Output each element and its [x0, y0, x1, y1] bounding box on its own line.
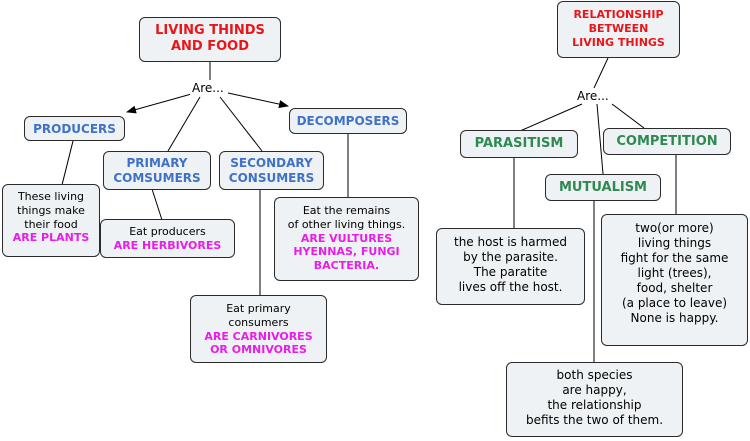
producers-description-node[interactable]: These living things make their food ARE …	[2, 184, 100, 257]
competition-desc-line: living things	[637, 236, 712, 250]
secondary-highlight: OR OMNIVORES	[210, 343, 307, 357]
mutualism-desc-line: befits the two of them.	[525, 413, 664, 427]
competition-desc-line: (a place to leave)	[621, 296, 728, 310]
decomposers-highlight: HYENNAS, FUNGI	[293, 245, 400, 259]
mutualism-label: MUTUALISM	[559, 180, 647, 195]
line-rtitle-to-phrase	[593, 57, 609, 89]
primary-desc-line: Eat producers	[129, 225, 206, 238]
decomposers-desc-line: of other living things.	[287, 217, 406, 231]
mutualism-description-node[interactable]: both species are happy, the relationship…	[506, 362, 683, 437]
competition-desc-line: two(or more)	[635, 221, 714, 235]
decomposers-highlight: BACTERIA.	[313, 259, 380, 272]
primary-label-line: PRIMARY	[126, 156, 188, 170]
mutualism-desc-line: the relationship	[547, 398, 642, 412]
competition-desc-line: light (trees),	[637, 266, 712, 280]
linking-phrase-are: Are...	[575, 89, 611, 103]
secondary-desc-line: consumers	[228, 315, 289, 329]
competition-label: COMPETITION	[616, 134, 718, 149]
linking-phrase-are: Are...	[190, 81, 226, 95]
decomposers-desc-line: Eat the remains	[302, 204, 391, 217]
primary-highlight: ARE HERBIVORES	[113, 238, 222, 252]
secondary-label-line: CONSUMERS	[228, 171, 315, 185]
line-primary-to-desc	[151, 188, 163, 221]
parasitism-node[interactable]: PARASITISM	[460, 130, 578, 158]
mutualism-desc-line: are happy,	[562, 383, 627, 397]
competition-node[interactable]: COMPETITION	[603, 128, 731, 155]
competition-description-node[interactable]: two(or more) living things fight for the…	[601, 214, 748, 346]
primary-description-node[interactable]: Eat producers ARE HERBIVORES	[100, 219, 235, 258]
line-phrase-to-competition	[611, 103, 645, 129]
producers-desc-line: their food	[24, 217, 78, 231]
primary-label-line: COMSUMERS	[113, 171, 201, 185]
mutualism-desc-line: both species	[556, 368, 633, 382]
producers-desc-line: things make	[17, 203, 85, 217]
title-line: LIVING THINDS	[155, 23, 265, 38]
line-phrase-to-primary	[167, 96, 201, 152]
producers-desc-line: These living	[17, 190, 85, 203]
relationship-title-node[interactable]: RELATIONSHIP BETWEEN LIVING THINGS	[557, 1, 680, 58]
rtitle-line: BETWEEN	[588, 21, 649, 35]
title-line: AND FOOD	[170, 39, 250, 55]
competition-desc-line: None is happy.	[630, 311, 719, 325]
rtitle-line: RELATIONSHIP	[573, 8, 664, 21]
competition-desc-line: fight for the same	[620, 251, 729, 265]
secondary-desc-line: Eat primary	[226, 302, 291, 315]
rtitle-line: LIVING THINGS	[572, 35, 665, 49]
producers-highlight: ARE PLANTS	[12, 231, 90, 245]
arrow-to-decomposers	[227, 92, 289, 109]
line-producers-to-desc	[61, 140, 74, 186]
secondary-label-line: SECONDARY	[230, 156, 313, 170]
decomposers-description-node[interactable]: Eat the remains of other living things. …	[274, 197, 419, 281]
secondary-description-node[interactable]: Eat primary consumers ARE CARNIVORES OR …	[190, 295, 327, 363]
parasitism-label: PARASITISM	[474, 136, 564, 151]
decomposers-highlight: ARE VULTURES	[300, 231, 393, 245]
mutualism-node[interactable]: MUTUALISM	[545, 174, 661, 201]
parasitism-description-node[interactable]: the host is harmed by the parasite. The …	[436, 228, 585, 305]
line-phrase-to-parasitism	[519, 103, 583, 132]
parasitism-desc-line: The paratite	[473, 265, 548, 279]
living-things-title-node[interactable]: LIVING THINDS AND FOOD	[139, 17, 281, 62]
producers-label: PRODUCERS	[33, 122, 116, 136]
primary-consumers-node[interactable]: PRIMARY COMSUMERS	[103, 151, 211, 190]
arrow-to-producers	[126, 92, 196, 114]
competition-desc-line: food, shelter	[636, 281, 713, 295]
decomposers-node[interactable]: DECOMPOSERS	[289, 108, 407, 134]
decomposers-label: DECOMPOSERS	[296, 114, 400, 128]
line-phrase-to-mutualism	[596, 103, 604, 175]
secondary-highlight: ARE CARNIVORES	[204, 329, 313, 343]
line-phrase-to-secondary	[219, 96, 263, 152]
secondary-consumers-node[interactable]: SECONDARY CONSUMERS	[219, 151, 324, 190]
parasitism-desc-line: the host is harmed	[454, 235, 567, 249]
parasitism-desc-line: by the parasite.	[463, 250, 558, 264]
parasitism-desc-line: lives off the host.	[458, 280, 563, 294]
producers-node[interactable]: PRODUCERS	[24, 116, 125, 141]
